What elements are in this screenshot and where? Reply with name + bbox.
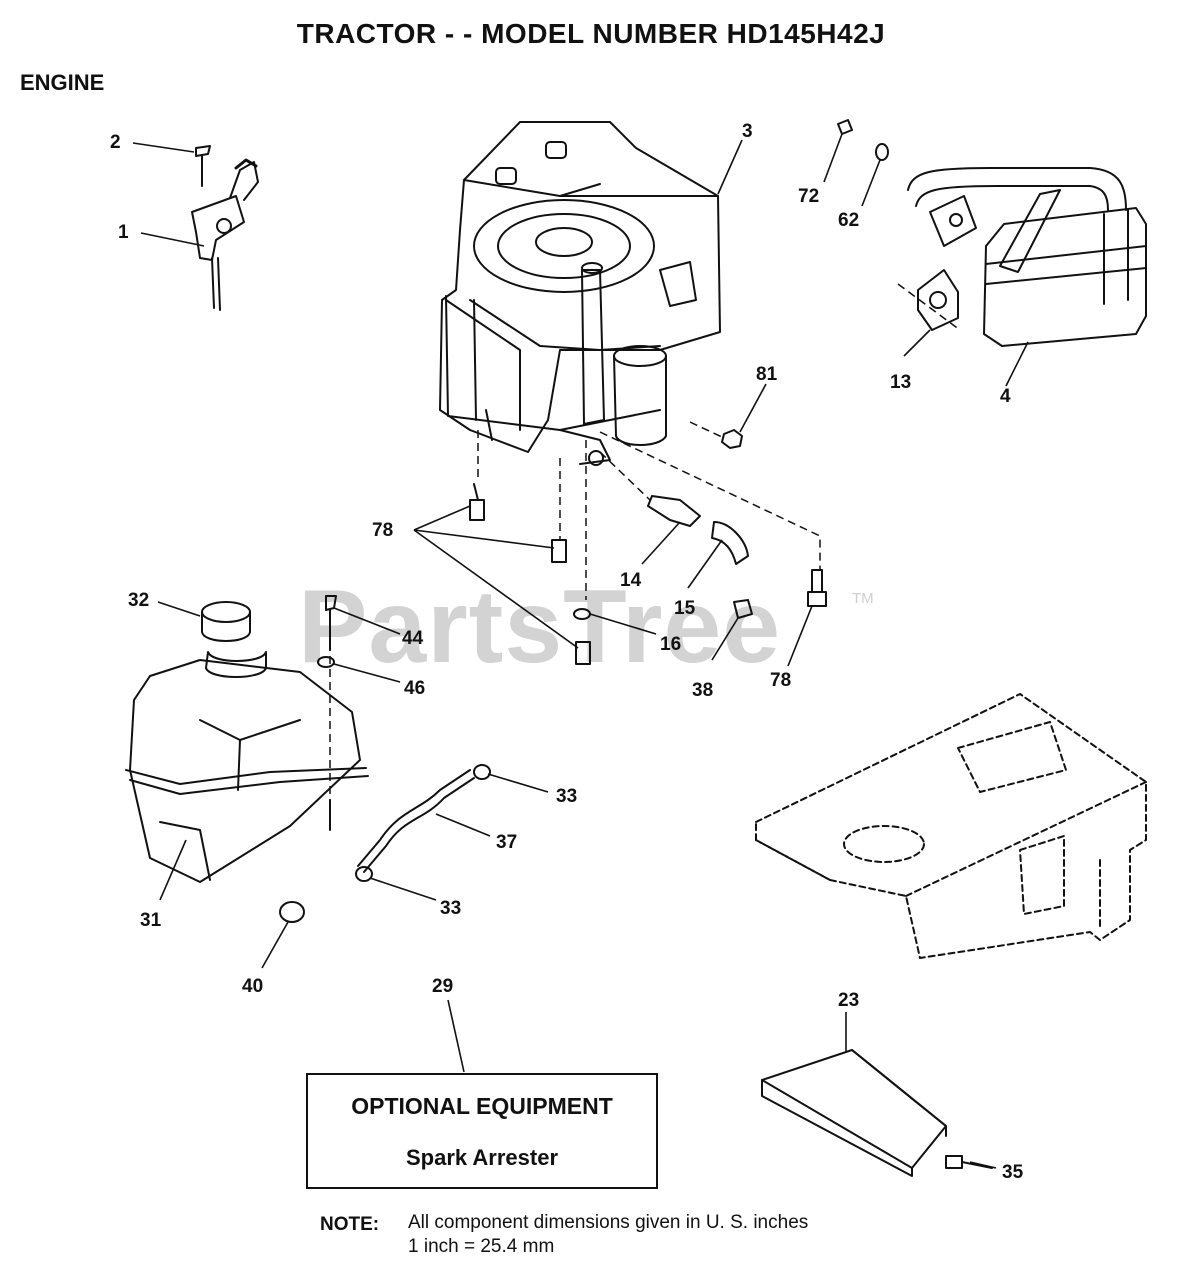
watermark-text: PartsTree xyxy=(298,569,782,685)
callout-15: 15 xyxy=(674,598,696,619)
optional-equipment-item: Spark Arrester xyxy=(405,1145,559,1170)
screw-and-washer-parts xyxy=(837,119,889,161)
watermark-trademark: TM xyxy=(852,590,874,607)
callout-31: 31 xyxy=(140,910,162,931)
grommet-part xyxy=(279,901,305,923)
callout-32: 32 xyxy=(128,590,149,611)
callout-46: 46 xyxy=(404,678,425,699)
callout-35: 35 xyxy=(1002,1162,1024,1183)
callout-38: 38 xyxy=(692,680,713,701)
chassis-frame xyxy=(755,693,1147,959)
callout-4: 4 xyxy=(1000,386,1011,407)
callout-62: 62 xyxy=(838,210,859,231)
callout-1: 1 xyxy=(118,222,129,243)
engine-part xyxy=(439,121,721,466)
heat-shield-part xyxy=(761,1049,993,1177)
callout-78-left: 78 xyxy=(372,520,393,541)
leader-lines xyxy=(132,133,1029,1169)
callout-14: 14 xyxy=(620,570,642,591)
throttle-control-part xyxy=(191,145,259,311)
callout-29: 29 xyxy=(432,976,453,997)
callout-3: 3 xyxy=(742,121,753,142)
gasket-part xyxy=(917,269,959,331)
callout-33-upper: 33 xyxy=(556,786,577,807)
engine-bolts-parts xyxy=(469,483,827,665)
note-text-line-2: 1 inch = 25.4 mm xyxy=(408,1236,555,1257)
optional-equipment-box: OPTIONAL EQUIPMENT Spark Arrester xyxy=(306,1073,658,1189)
muffler-part xyxy=(907,167,1147,347)
optional-equipment-title: OPTIONAL EQUIPMENT xyxy=(351,1093,613,1119)
callout-2: 2 xyxy=(110,132,121,153)
alignment-lines xyxy=(329,283,961,800)
callout-44: 44 xyxy=(402,628,424,649)
section-heading: ENGINE xyxy=(20,70,105,95)
callout-81: 81 xyxy=(756,364,778,385)
page-title: TRACTOR - - MODEL NUMBER HD145H42J xyxy=(296,18,886,49)
fuel-filter-part xyxy=(647,495,749,565)
callout-78-right: 78 xyxy=(770,670,791,691)
nut-part xyxy=(721,429,743,449)
callout-72: 72 xyxy=(798,186,819,207)
fuel-tank-part xyxy=(125,595,369,883)
note-label: NOTE: xyxy=(320,1214,380,1235)
callout-40: 40 xyxy=(242,976,263,997)
callout-33-lower: 33 xyxy=(440,898,461,919)
note-text-line-1: All component dimensions given in U. S. … xyxy=(408,1212,809,1233)
callout-13: 13 xyxy=(890,372,911,393)
callout-16: 16 xyxy=(660,634,681,655)
callout-37: 37 xyxy=(496,832,517,853)
callout-23: 23 xyxy=(838,990,859,1011)
fuel-line-part xyxy=(355,764,491,882)
